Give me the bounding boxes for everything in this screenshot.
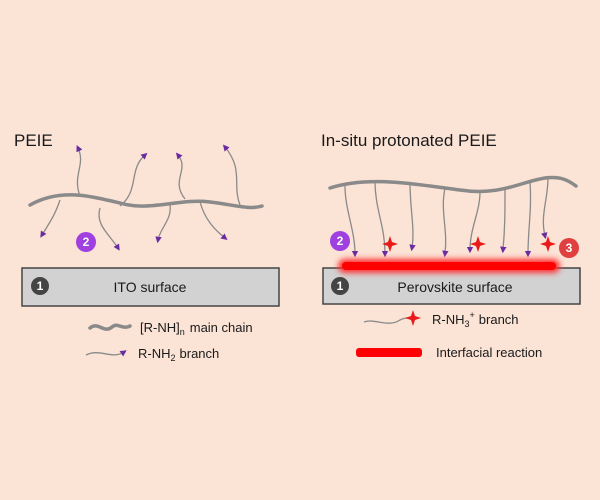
svg-text:1: 1 bbox=[37, 279, 44, 293]
nh2-arrow-icon bbox=[442, 187, 449, 258]
perovskite-surface-label: Perovskite surface bbox=[397, 279, 512, 295]
nh2-arrow-icon bbox=[155, 204, 171, 244]
nh2-arrow-icon bbox=[541, 177, 549, 240]
svg-text:2: 2 bbox=[337, 234, 344, 248]
left-title: PEIE bbox=[14, 131, 53, 150]
nh3-star-icon bbox=[382, 236, 398, 252]
right-nh3-stars bbox=[382, 236, 556, 252]
right-title: In-situ protonated PEIE bbox=[321, 131, 497, 150]
nh2-arrow-icon bbox=[524, 180, 532, 258]
right-badge-3: 3 bbox=[559, 238, 579, 258]
nh2-arrow-icon bbox=[199, 201, 228, 241]
left-badge-1: 1 bbox=[31, 277, 49, 295]
right-nh2-branches bbox=[344, 177, 549, 258]
left-badge-2: 2 bbox=[76, 232, 96, 252]
nh2-arrow-icon bbox=[175, 152, 186, 200]
ito-surface-label: ITO surface bbox=[114, 279, 187, 295]
nh2-arrow-icon bbox=[500, 187, 507, 254]
svg-text:2: 2 bbox=[83, 235, 90, 249]
ito-surface bbox=[21, 267, 280, 307]
nh2-arrow-icon bbox=[40, 199, 61, 238]
nh2-arrow-icon bbox=[76, 145, 83, 197]
nh3-branch-line-icon bbox=[363, 317, 413, 324]
nh3-star-icon bbox=[405, 310, 421, 326]
left-main-chain bbox=[28, 193, 264, 210]
nh3-star-icon bbox=[540, 236, 556, 252]
nh2-arrow-icon bbox=[374, 180, 389, 258]
nh3-star-icon bbox=[470, 236, 486, 252]
left-nh2-branches bbox=[40, 144, 241, 251]
legend-nh3-branch: R-NH3+branch bbox=[432, 310, 519, 329]
nh2-arrow-icon bbox=[119, 152, 148, 207]
nh2-arrow-icon bbox=[98, 207, 120, 251]
right-badge-2: 2 bbox=[330, 231, 350, 251]
legend-interfacial: Interfacial reaction bbox=[436, 345, 542, 360]
right-main-chain bbox=[328, 175, 578, 194]
svg-text:1: 1 bbox=[337, 279, 344, 293]
right-badge-1: 1 bbox=[331, 277, 349, 295]
main-chain-icon bbox=[88, 323, 132, 331]
nh2-arrow-icon bbox=[85, 350, 127, 357]
nh2-arrow-icon bbox=[222, 144, 241, 206]
nh2-arrow-icon bbox=[344, 185, 359, 258]
interfacial-reaction-core bbox=[342, 262, 556, 270]
nh2-arrow-icon bbox=[466, 191, 481, 254]
nh2-arrow-icon bbox=[409, 181, 416, 252]
svg-text:3: 3 bbox=[566, 241, 573, 255]
reaction-bar-icon bbox=[356, 348, 422, 357]
